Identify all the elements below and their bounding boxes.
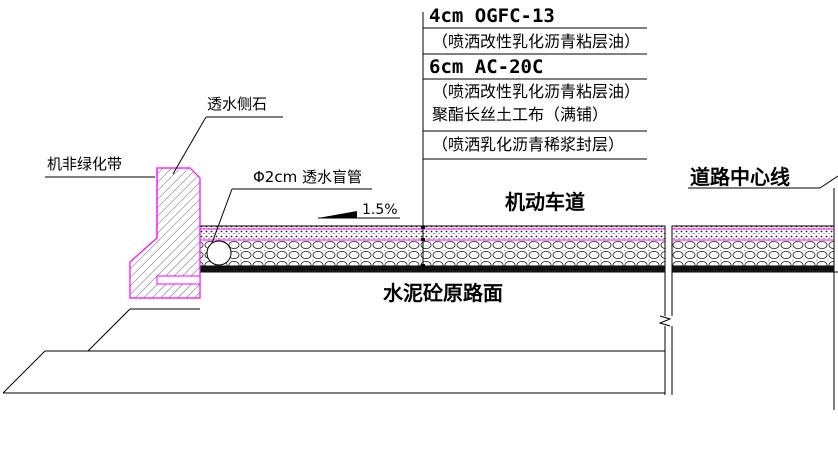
layer-note-2: （喷洒改性乳化沥青粘层油） — [432, 82, 641, 101]
layer-note-4: （喷洒乳化沥青稀浆封层） — [432, 135, 625, 154]
greenbelt-label: 机非绿化带 — [47, 155, 123, 173]
slope-label: 1.5% — [362, 202, 398, 218]
lane-label: 机动车道 — [505, 190, 585, 214]
slope-arrow — [318, 211, 400, 219]
layer-2-label: 6cm AC-20C — [429, 56, 544, 78]
permeable-curb — [129, 167, 201, 299]
pavement-layers-right — [671, 225, 835, 272]
callout-dots — [421, 226, 425, 267]
base-label: 水泥砼原路面 — [383, 281, 503, 305]
centerline-label: 道路中心线 — [690, 165, 790, 189]
layer-note-1: （喷洒改性乳化沥青粘层油） — [432, 32, 641, 51]
leader-lines — [45, 12, 838, 270]
pavement-layers-left — [199, 225, 666, 272]
layer-note-3: 聚酯长丝土工布（满铺） — [432, 105, 609, 124]
pipe-label: Φ2cm 透水盲管 — [253, 168, 362, 186]
layer-1-label: 4cm OGFC-13 — [429, 5, 555, 27]
blind-pipe — [206, 240, 232, 266]
curb-label: 透水侧石 — [207, 95, 268, 113]
